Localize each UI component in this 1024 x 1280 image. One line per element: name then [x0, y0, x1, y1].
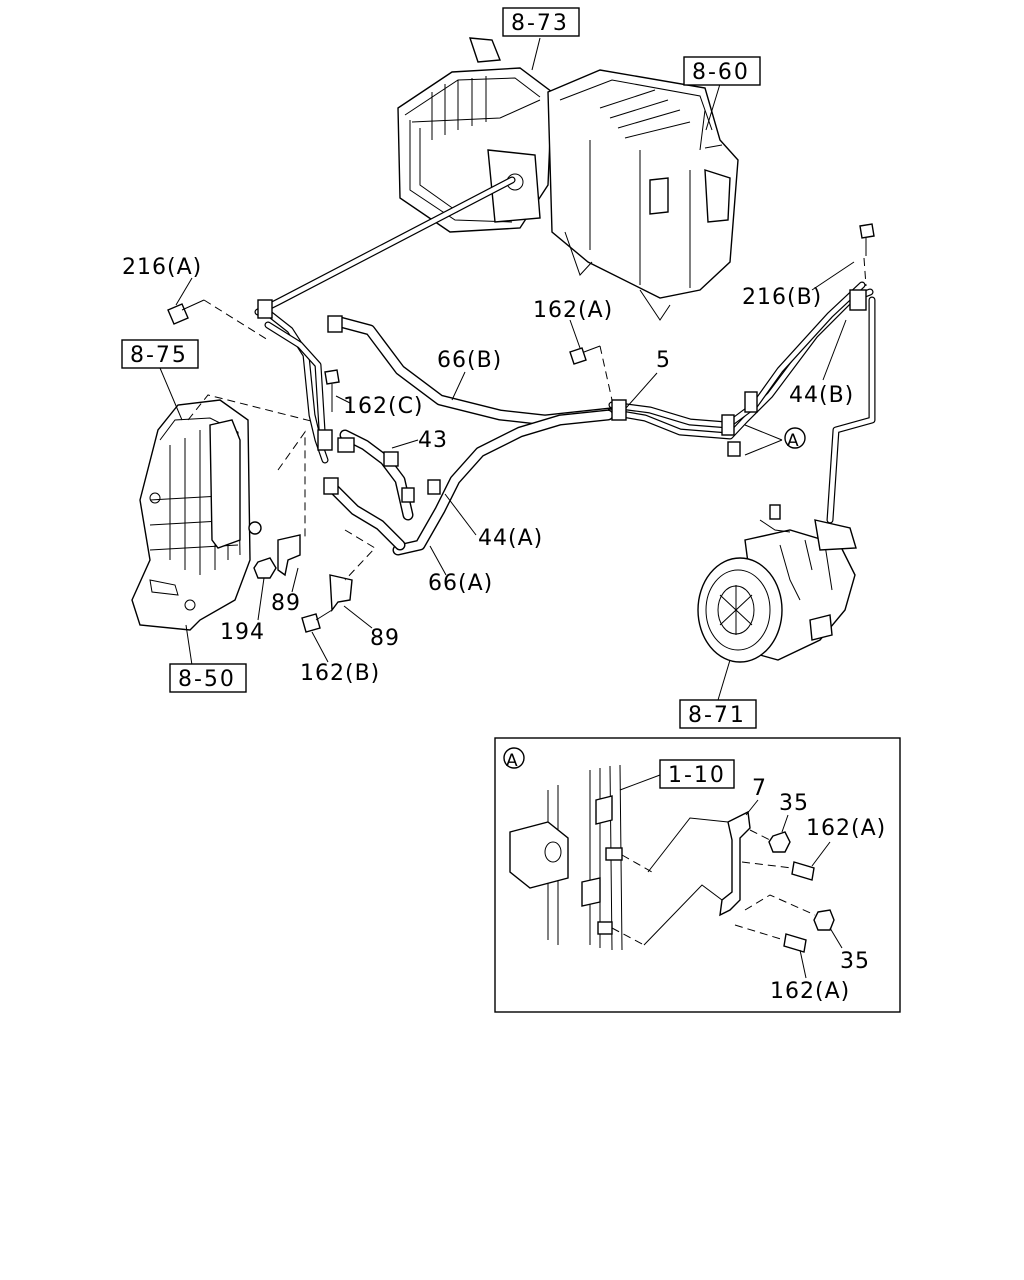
- hvac-heater-unit: [547, 69, 739, 321]
- inset-label-162a-2: 162(A): [770, 979, 850, 1004]
- ref-box-8-73: [502, 7, 580, 37]
- leader-lines: [159, 37, 867, 701]
- refrigerant-lines: [254, 176, 876, 556]
- label-44b: 44(B): [789, 383, 854, 408]
- inset-marker: A: [506, 751, 519, 771]
- label-89-left: 89: [271, 591, 301, 616]
- inset-label-162a-1: 162(A): [806, 816, 886, 841]
- ref-8-60: 8-60: [692, 60, 750, 85]
- label-216a: 216(A): [122, 255, 202, 280]
- hvac-blower-unit: [397, 37, 553, 233]
- ref-1-10: 1-10: [668, 763, 726, 788]
- label-43: 43: [418, 428, 448, 453]
- ref-box-8-71: [679, 699, 757, 729]
- label-66a: 66(A): [428, 571, 493, 596]
- ref-box-8-60: [683, 56, 761, 86]
- inset-label-7: 7: [752, 776, 767, 801]
- label-162a-top: 162(A): [533, 298, 613, 323]
- fasteners: [167, 223, 875, 633]
- label-detail-a: A: [787, 431, 800, 451]
- reference-boxes: 8-73 8-60 8-75 8-50 8-71: [121, 7, 761, 729]
- part-labels: 216(A) 216(B) 162(A) 66(B) 5 44(B) 162(C…: [122, 255, 854, 686]
- ref-8-73: 8-73: [511, 11, 569, 36]
- ref-8-50: 8-50: [178, 667, 236, 692]
- inset-label-35-top: 35: [779, 791, 809, 816]
- detail-a-callout-circle: [784, 427, 806, 449]
- label-194: 194: [220, 620, 265, 645]
- label-162b: 162(B): [300, 661, 380, 686]
- label-89-right: 89: [370, 626, 400, 651]
- receiver-drier-bracket: [131, 399, 262, 631]
- inset-label-35-bottom: 35: [840, 949, 870, 974]
- label-5: 5: [656, 348, 671, 373]
- ref-8-75: 8-75: [130, 343, 188, 368]
- detail-a-inset: A 1-10 7 35 162(A) 35: [494, 737, 901, 1013]
- ref-box-8-75: [121, 339, 199, 369]
- label-66b: 66(B): [437, 348, 502, 373]
- label-162c: 162(C): [343, 394, 424, 419]
- ref-box-8-50: [169, 663, 247, 693]
- ref-box-1-10: [659, 759, 735, 789]
- label-44a: 44(A): [478, 526, 543, 551]
- ref-8-71: 8-71: [688, 703, 746, 728]
- ac-compressor: [697, 504, 857, 663]
- inset-marker-circle: [503, 747, 525, 769]
- label-216b: 216(B): [742, 285, 822, 310]
